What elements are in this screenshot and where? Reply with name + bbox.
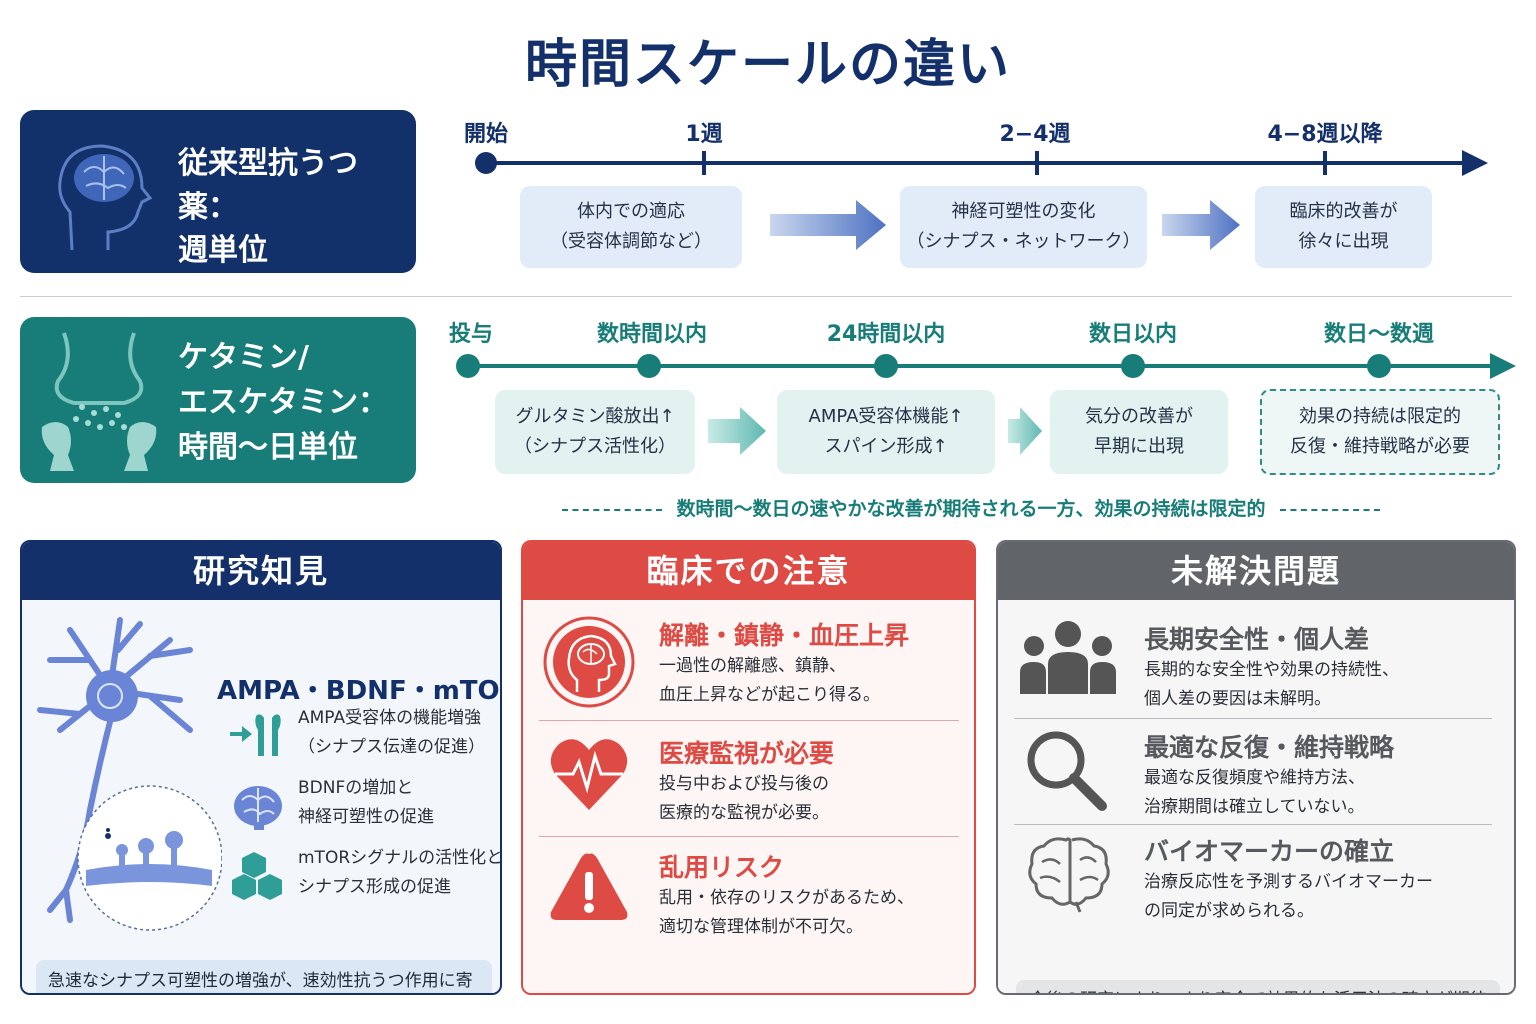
unresolved-conclusion: 今後の研究により、より安全で効果的な活用法の確立が期待される。 (1016, 980, 1500, 993)
caution-text-dissociation: 一過性の解離感、鎮静、 血圧上昇などが起こり得る。 (659, 656, 880, 705)
caution-title-abuse: 乱用リスク (659, 853, 785, 882)
ket-label-24h: 24時間以内 (826, 322, 946, 347)
ketamine-label-line3: 時間〜日単位 (178, 430, 358, 465)
conventional-label-line2: 週単位 (178, 233, 268, 268)
research-item-mtor: mTORシグナルの活性化と シナプス形成の促進 (298, 848, 502, 897)
ket-label-days-weeks: 数日〜数週 (1323, 322, 1435, 347)
unresolved-title-safety: 長期安全性・個人差 (1144, 625, 1370, 654)
timeline-label-2-4weeks: 2−4週 (999, 122, 1071, 147)
caution-divider-2 (539, 836, 959, 837)
caution-text-abuse: 乱用・依存のリスクがあるため、 適切な管理体制が不可欠。 (659, 888, 914, 937)
timeline-label-start: 開始 (463, 122, 509, 147)
ket-step-mood: 気分の改善が 早期に出現 (1050, 390, 1228, 474)
caution-divider-1 (539, 720, 959, 721)
caution-text-monitoring: 投与中および投与後の 医療的な監視が必要。 (659, 774, 829, 823)
hexagon-cluster-icon (232, 852, 282, 900)
caution-header: 臨床での注意 (523, 542, 974, 600)
conventional-label-line1: 従来型抗うつ薬： (178, 146, 358, 225)
head-brain-icon (543, 616, 635, 708)
research-panel: 研究知見 AMPA・BDNF・mTOR AMPA受容体の機能増強 （シナプ (20, 540, 502, 995)
research-headline: AMPA・BDNF・mTOR (217, 676, 502, 706)
research-conclusion: 急速なシナプス可塑性の増強が、速効性抗うつ作用に寄与する可能性が示されている。 (36, 960, 492, 993)
ket-label-days: 数日以内 (1088, 322, 1178, 347)
unresolved-divider-1 (1014, 718, 1492, 719)
ket-step-ampa: AMPA受容体機能↑ スパイン形成↑ (777, 390, 995, 474)
conv-step-plasticity: 神経可塑性の変化 （シナプス・ネットワーク） (900, 186, 1147, 268)
ket-step-glutamate: グルタミン酸放出↑ （シナプス活性化） (495, 390, 695, 474)
unresolved-header: 未解決問題 (998, 542, 1514, 600)
synapse-icon (41, 332, 157, 471)
page-title: 時間スケールの違い (524, 35, 1011, 95)
timeline-label-1week: 1週 (685, 122, 723, 147)
unresolved-title-biomarker: バイオマーカーの確立 (1144, 837, 1395, 866)
ketamine-label-box: ケタミン/ エスケタミン： 時間〜日単位 (20, 317, 416, 483)
brain-icon (234, 786, 282, 830)
section-divider (20, 296, 1512, 297)
warning-icon (550, 853, 628, 920)
unresolved-title-strategy: 最適な反復・維持戦略 (1144, 733, 1395, 762)
ketamine-summary: 数時間〜数日の速やかな改善が期待される一方、効果の持続は限定的 (436, 494, 1506, 521)
caution-title-monitoring: 医療監視が必要 (659, 739, 835, 768)
conv-step-clinical: 臨床的改善が 徐々に出現 (1255, 186, 1432, 268)
neuron-icon (37, 617, 193, 923)
timeline-label-4-8weeks: 4−8週以降 (1267, 122, 1383, 147)
research-item-ampa: AMPA受容体の機能増強 （シナプス伝達の促進） (298, 708, 485, 757)
brain-outline-icon (1028, 837, 1110, 913)
research-item-bdnf: BDNFの増加と 神経可塑性の促進 (298, 778, 434, 827)
heart-pulse-icon (550, 739, 628, 810)
ketamine-label-line1: ケタミン/ (178, 340, 309, 375)
unresolved-text-biomarker: 治療反応性を予測するバイオマーカー の同定が求められる。 (1144, 872, 1433, 921)
magnifier-icon (1027, 731, 1107, 811)
people-icon (1020, 621, 1116, 694)
conv-step-adaptation: 体内での適応 （受容体調節など） (520, 186, 742, 268)
ketamine-label-line2: エスケタミン： (178, 385, 388, 420)
unresolved-text-safety: 長期的な安全性や効果の持続性、 個人差の要因は未解明。 (1144, 660, 1399, 709)
conventional-label-box: 従来型抗うつ薬： 週単位 (20, 110, 416, 273)
ket-label-hours: 数時間以内 (596, 322, 708, 347)
receptor-icon (230, 714, 281, 756)
research-header: 研究知見 (22, 542, 500, 600)
ket-step-duration: 効果の持続は限定的 反復・維持戦略が必要 (1260, 389, 1500, 475)
caution-title-dissociation: 解離・鎮静・血圧上昇 (659, 621, 910, 650)
unresolved-panel: 未解決問題 長期安全性・個人差 長期的な安全性や効果の持続性、 個人差の要因は未… (996, 540, 1516, 995)
caution-panel: 臨床での注意 解離・鎮静・血圧上昇 一過性の解離感、鎮静、 血圧上昇などが起こり… (521, 540, 976, 995)
unresolved-divider-2 (1014, 824, 1492, 825)
unresolved-text-strategy: 最適な反復頻度や維持方法、 治療期間は確立していない。 (1144, 768, 1365, 817)
head-brain-icon (58, 144, 153, 251)
synapse-zoom-icon (77, 785, 222, 931)
ket-label-dose: 投与 (448, 322, 494, 347)
